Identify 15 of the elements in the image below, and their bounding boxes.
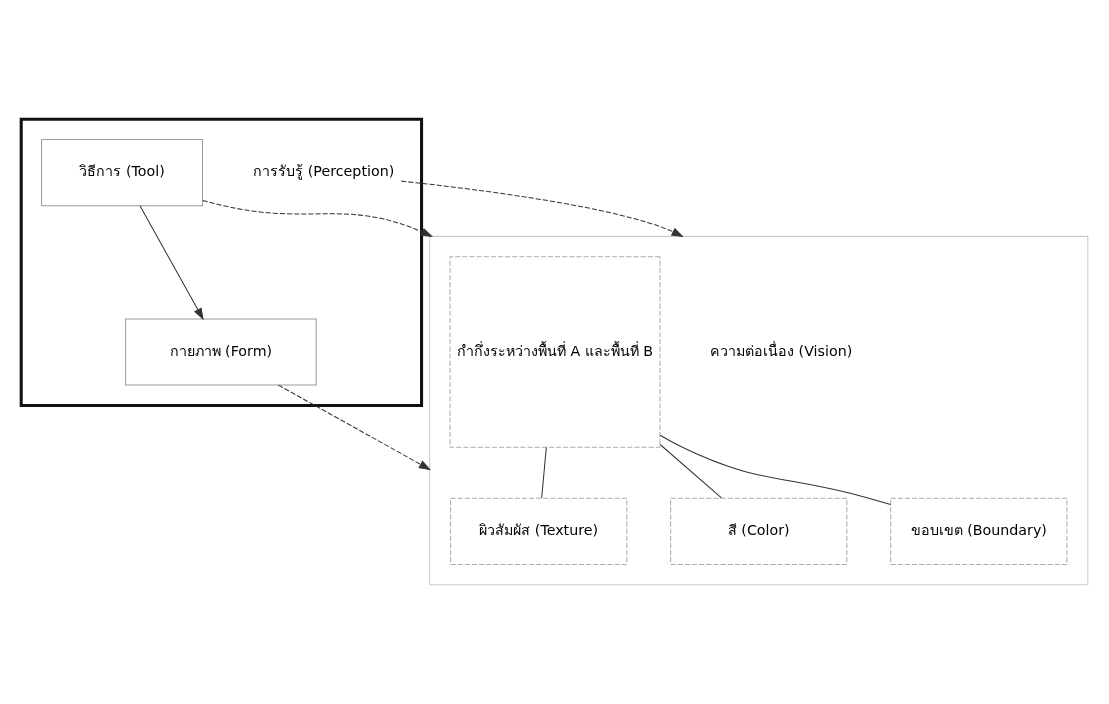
cluster <box>429 235 1089 586</box>
node-box: กำกึ่งระหว่างพื้นที่ A และพื้นที่ B <box>449 256 661 448</box>
node-text: ความต่อเนื่อง (Vision) <box>710 342 853 359</box>
node-box: กายภาพ (Form) <box>125 318 317 386</box>
connector <box>659 434 892 505</box>
node-box: สี (Color) <box>670 497 848 565</box>
arrow <box>202 199 434 238</box>
arrow <box>139 205 204 321</box>
node-box: ผิวสัมผัส (Texture) <box>450 497 628 565</box>
arrow <box>400 180 684 238</box>
connector <box>541 446 547 499</box>
node-box: วิธีการ (Tool) <box>41 139 204 207</box>
node-box: ขอบเขต (Boundary) <box>890 497 1068 565</box>
node-text: การรับรู้ (Perception) <box>253 163 395 180</box>
connector <box>659 444 722 499</box>
